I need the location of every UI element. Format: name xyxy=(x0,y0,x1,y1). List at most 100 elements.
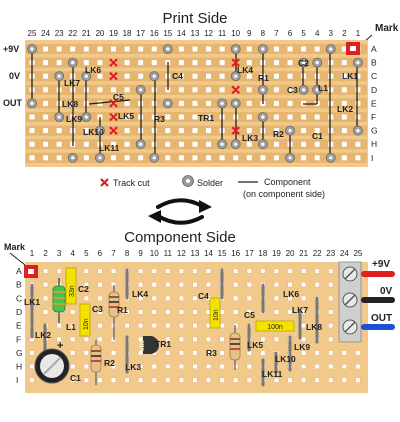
print-solder-hole xyxy=(57,115,61,119)
component-hole xyxy=(70,377,76,383)
cs-label-r3: R3 xyxy=(206,348,217,358)
flip-arrows-icon xyxy=(148,198,212,225)
component-hole xyxy=(301,364,307,370)
print-hole xyxy=(301,46,307,52)
print-hole xyxy=(260,155,266,161)
print-hole xyxy=(29,141,35,147)
print-col-number: 4 xyxy=(315,29,320,38)
print-hole xyxy=(192,87,198,93)
component-hole xyxy=(328,295,334,301)
component-hole xyxy=(314,350,320,356)
print-solder-hole xyxy=(139,88,143,92)
component-hole xyxy=(138,364,144,370)
print-solder-hole xyxy=(220,101,224,105)
component-hole xyxy=(233,282,239,288)
print-hole xyxy=(56,155,62,161)
print-hole xyxy=(206,155,212,161)
print-hole xyxy=(328,114,334,120)
component-hole xyxy=(83,282,89,288)
component-hole xyxy=(97,323,103,329)
component-hole xyxy=(328,309,334,315)
component-col-number: 11 xyxy=(164,249,173,258)
print-hole xyxy=(273,114,279,120)
print-hole xyxy=(151,60,157,66)
print-hole xyxy=(341,141,347,147)
print-hole xyxy=(56,128,62,134)
print-row-letter: H xyxy=(371,139,377,149)
ps-label-lk10: LK10 xyxy=(83,127,104,137)
component-row-letter: D xyxy=(16,307,22,317)
component-col-number: 25 xyxy=(353,249,362,258)
component-hole xyxy=(178,364,184,370)
cs-label-r2: R2 xyxy=(104,358,115,368)
component-col-number: 12 xyxy=(177,249,186,258)
component-hole xyxy=(273,309,279,315)
component-row-letter: G xyxy=(16,348,23,358)
component-hole xyxy=(151,377,157,383)
cs-label-lk3: LK3 xyxy=(125,362,141,372)
component-mark-label: Mark xyxy=(4,242,26,252)
component-hole xyxy=(192,350,198,356)
print-solder-hole xyxy=(84,74,88,78)
print-hole xyxy=(341,155,347,161)
cs-label-c2: C2 xyxy=(78,284,89,294)
component-hole xyxy=(355,364,361,370)
component-hole xyxy=(328,364,334,370)
component-hole xyxy=(70,323,76,329)
component-hole xyxy=(138,282,144,288)
print-hole xyxy=(178,128,184,134)
component-col-number: 8 xyxy=(125,249,130,258)
component-row-letter: E xyxy=(16,321,22,331)
component-hole xyxy=(43,268,49,274)
rail-label-out: OUT xyxy=(3,98,23,108)
print-hole xyxy=(219,73,225,79)
ps-label-c1: C1 xyxy=(312,131,323,141)
component-mark-arrow xyxy=(9,252,26,266)
print-hole xyxy=(124,46,130,52)
component-hole xyxy=(314,377,320,383)
print-row-letter: I xyxy=(371,153,373,163)
terminal-label-0v: 0V xyxy=(380,286,393,297)
component-hole xyxy=(97,282,103,288)
component-col-number: 10 xyxy=(150,249,159,258)
print-solder-hole xyxy=(71,156,75,160)
print-hole xyxy=(287,87,293,93)
print-hole xyxy=(29,128,35,134)
print-solder-hole xyxy=(261,88,265,92)
component-hole xyxy=(355,377,361,383)
component-hole xyxy=(70,350,76,356)
print-hole xyxy=(192,128,198,134)
component-col-number: 22 xyxy=(313,249,322,258)
component-hole xyxy=(287,377,293,383)
c1-plus-marker: + xyxy=(57,340,63,352)
print-hole xyxy=(355,141,361,147)
ps-label-lk4: LK4 xyxy=(237,65,253,75)
component-hole xyxy=(151,268,157,274)
component-hole xyxy=(328,268,334,274)
print-hole xyxy=(165,141,171,147)
print-hole xyxy=(246,73,252,79)
print-hole xyxy=(246,155,252,161)
print-hole xyxy=(219,46,225,52)
component-hole xyxy=(273,282,279,288)
print-row-letter: A xyxy=(371,44,377,54)
print-solder-hole xyxy=(234,142,238,146)
component-col-number: 3 xyxy=(57,249,62,258)
component-hole xyxy=(151,364,157,370)
component-hole xyxy=(43,282,49,288)
print-col-number: 14 xyxy=(177,29,186,38)
component-hole xyxy=(43,309,49,315)
ps-label-lk3: LK3 xyxy=(242,133,258,143)
ps-label-r1: R1 xyxy=(258,73,269,83)
print-hole xyxy=(341,114,347,120)
print-labels: LK6 C4 LK4 R1 C2 LK1 C3 L1 C5 LK7 LK8 LK… xyxy=(62,58,358,153)
print-hole xyxy=(124,60,130,66)
print-hole xyxy=(83,128,89,134)
print-row-letter: F xyxy=(371,112,376,122)
print-solder-hole xyxy=(234,74,238,78)
print-solder-hole xyxy=(329,156,333,160)
print-hole xyxy=(178,100,184,106)
component-hole xyxy=(301,268,307,274)
component-hole xyxy=(341,364,347,370)
